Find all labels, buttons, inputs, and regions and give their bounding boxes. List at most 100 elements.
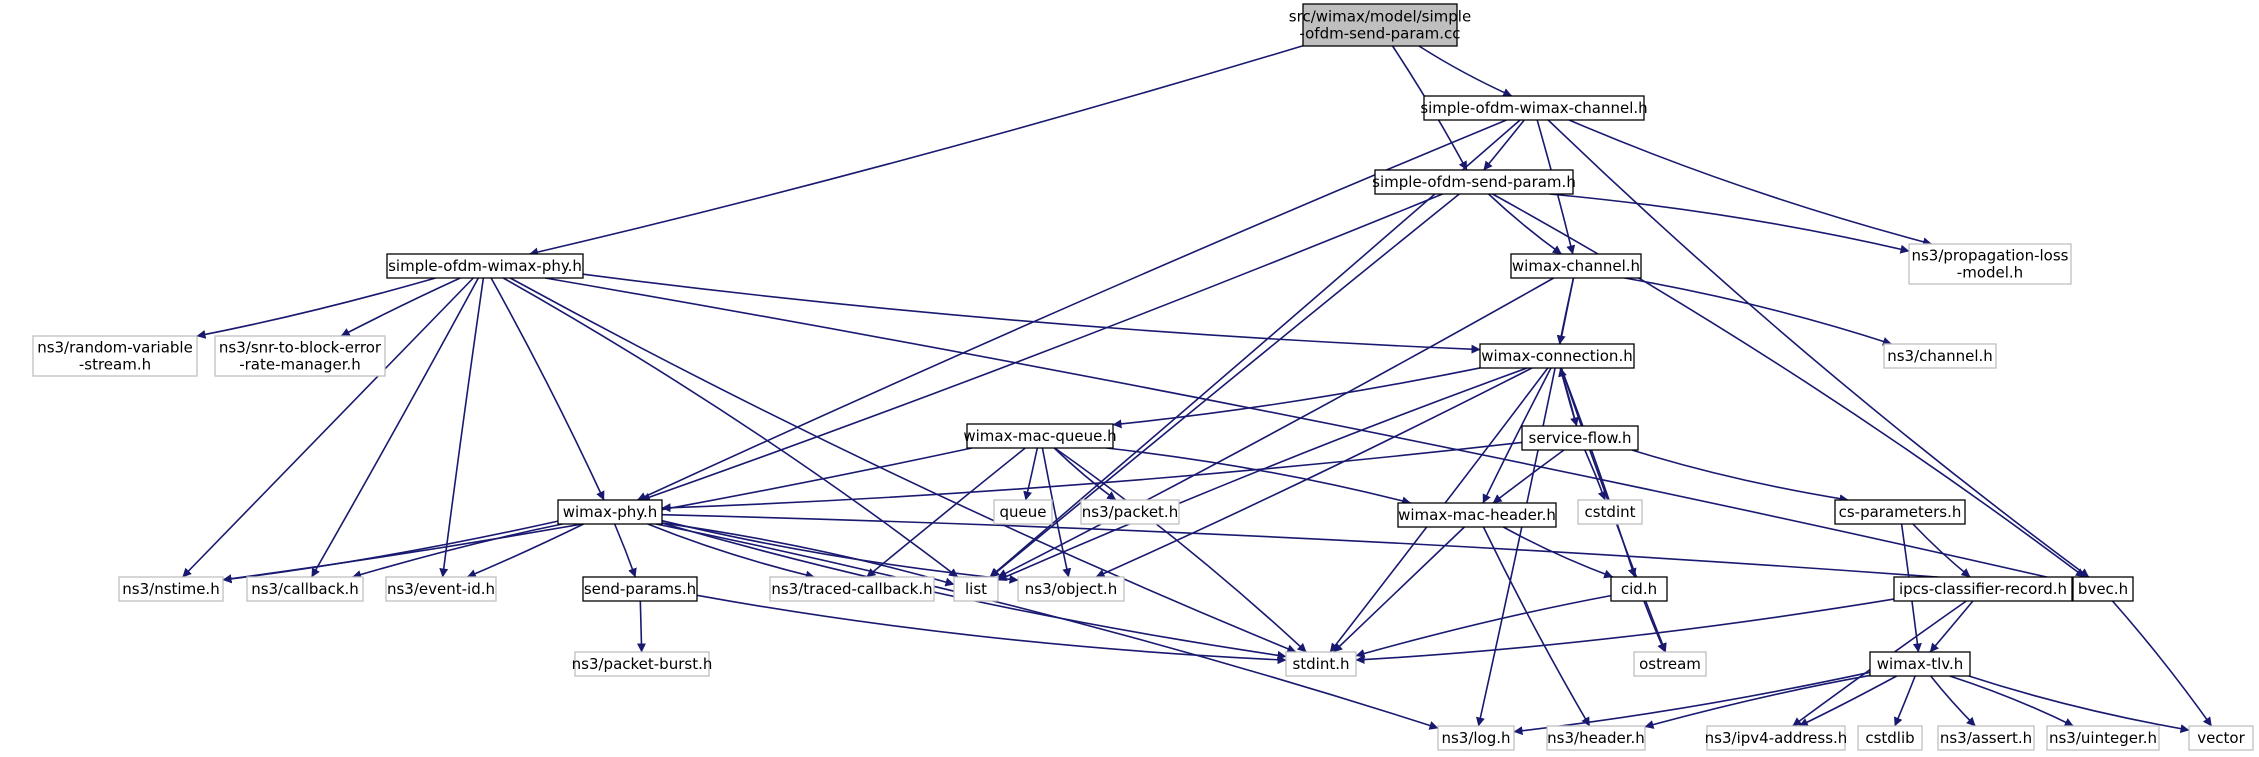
edge-macqueue-to-queue bbox=[1023, 447, 1039, 501]
node-label-macheader: wimax-mac-header.h bbox=[1398, 506, 1556, 524]
node-label-cid: cid.h bbox=[1621, 580, 1657, 598]
edge-wimaxphy-to-tracedcb bbox=[647, 523, 815, 580]
node-randomvar: ns3/random-variable-stream.h bbox=[32, 335, 198, 377]
edge-sendparam_h-to-wimaxphy bbox=[640, 193, 1443, 502]
node-ipcs[interactable]: ipcs-classifier-record.h bbox=[1893, 576, 2073, 602]
node-root[interactable]: src/wimax/model/simple-ofdm-send-param.c… bbox=[1289, 3, 1471, 47]
edge-phy_h-to-nstime bbox=[182, 277, 474, 578]
node-label-randomvar: -stream.h bbox=[79, 356, 151, 374]
node-box-tracedcb bbox=[769, 576, 935, 602]
node-ostream: ostream bbox=[1633, 651, 1707, 677]
edge-sendparams-to-stdint bbox=[696, 594, 1287, 665]
edge-phy_h-to-wimaxphy bbox=[490, 277, 605, 501]
edge-phy_h-to-bvec bbox=[544, 277, 2074, 586]
node-box-packetburst bbox=[574, 651, 710, 677]
edge-tlv-to-uinteger bbox=[1949, 675, 2074, 727]
node-packetburst: ns3/packet-burst.h bbox=[572, 651, 712, 677]
edge-channel_h-to-propagation bbox=[1568, 119, 1932, 247]
node-label-cstdlib: cstdlib bbox=[1865, 729, 1914, 747]
node-label-wimaxchannel: wimax-channel.h bbox=[1512, 257, 1640, 275]
edge-phy_h-to-eventid bbox=[439, 277, 485, 578]
edge-phy_h-to-randomvar bbox=[196, 277, 436, 339]
node-sendparam_h[interactable]: simple-ofdm-send-param.h bbox=[1372, 169, 1576, 195]
node-box-stdint bbox=[1285, 651, 1357, 677]
edge-phy_h-to-snrtoblock bbox=[340, 277, 461, 337]
node-box-wimaxchannel bbox=[1510, 253, 1642, 279]
edge-wimaxchannel-to-ns3channel bbox=[1624, 277, 1892, 346]
edge-phy_h-to-callback bbox=[310, 277, 480, 578]
node-box-wimaxphy bbox=[557, 499, 663, 525]
node-ipv4: ns3/ipv4-address.h bbox=[1705, 725, 1848, 751]
edge-serviceflow-to-cstdint bbox=[1584, 449, 1607, 501]
node-serviceflow[interactable]: service-flow.h bbox=[1521, 425, 1639, 451]
node-label-sendparam_h: simple-ofdm-send-param.h bbox=[1372, 173, 1576, 191]
edge-macheader-to-cid bbox=[1502, 526, 1614, 579]
edge-serviceflow-to-macheader bbox=[1492, 449, 1565, 504]
edge-tlv-to-vector bbox=[1968, 675, 2190, 734]
edge-wimaxphy-to-object bbox=[661, 519, 1019, 584]
node-label-tracedcb: ns3/traced-callback.h bbox=[771, 580, 932, 598]
node-bvec[interactable]: bvec.h bbox=[2072, 576, 2134, 602]
node-box-bvec bbox=[2072, 576, 2134, 602]
edge-sendparam_h-to-wimaxchannel bbox=[1488, 193, 1562, 255]
edge-channel_h-to-sendparam_h bbox=[1483, 119, 1525, 171]
node-ns3channel: ns3/channel.h bbox=[1883, 343, 1997, 369]
edge-bvec-to-vector bbox=[2111, 600, 2213, 727]
node-label-wimaxphy: wimax-phy.h bbox=[563, 503, 658, 521]
node-box-callback bbox=[246, 576, 364, 602]
node-box-ipv4 bbox=[1706, 725, 1846, 751]
edge-root-to-phy_h bbox=[529, 44, 1304, 257]
edge-wimaxphy-to-bvec bbox=[661, 513, 2074, 592]
node-box-vector bbox=[2188, 725, 2254, 751]
node-eventid: ns3/event-id.h bbox=[385, 576, 497, 602]
node-box-csparams bbox=[1834, 499, 1966, 525]
node-label-phy_h: simple-ofdm-wimax-phy.h bbox=[388, 257, 582, 275]
edge-serviceflow-to-csparams bbox=[1631, 449, 1849, 504]
node-list: list bbox=[953, 576, 999, 602]
node-label-callback: ns3/callback.h bbox=[251, 580, 359, 598]
node-phy_h[interactable]: simple-ofdm-wimax-phy.h bbox=[386, 253, 584, 279]
node-label-queue: queue bbox=[1000, 503, 1047, 521]
node-label-nstime: ns3/nstime.h bbox=[122, 580, 219, 598]
node-cstdlib: cstdlib bbox=[1857, 725, 1923, 751]
node-channel_h[interactable]: simple-ofdm-wimax-channel.h bbox=[1420, 95, 1648, 121]
node-label-sendparams: send-params.h bbox=[584, 580, 696, 598]
edge-tlv-to-header bbox=[1644, 674, 1871, 729]
node-sendparams[interactable]: send-params.h bbox=[582, 576, 698, 602]
node-label-snrtoblock: -rate-manager.h bbox=[239, 356, 361, 374]
node-label-object: ns3/object.h bbox=[1025, 580, 1117, 598]
edge-ipcs-to-tlv bbox=[1929, 600, 1974, 653]
node-label-ipv4: ns3/ipv4-address.h bbox=[1705, 729, 1848, 747]
edge-tlv-to-assert bbox=[1930, 675, 1976, 727]
edge-tlv-to-log bbox=[1513, 671, 1871, 736]
node-macheader[interactable]: wimax-mac-header.h bbox=[1397, 502, 1557, 528]
edge-wimaxchannel-to-list bbox=[997, 277, 1555, 578]
node-cid[interactable]: cid.h bbox=[1610, 576, 1668, 602]
node-box-eventid bbox=[385, 576, 497, 602]
edge-macqueue-to-macheader bbox=[1106, 447, 1412, 506]
node-box-packet bbox=[1080, 499, 1180, 525]
node-box-tlv bbox=[1869, 651, 1971, 677]
node-wimaxchannel[interactable]: wimax-channel.h bbox=[1510, 253, 1642, 279]
node-box-ipcs bbox=[1893, 576, 2073, 602]
node-tracedcb: ns3/traced-callback.h bbox=[769, 576, 935, 602]
node-vector: vector bbox=[2188, 725, 2254, 751]
node-label-ipcs: ipcs-classifier-record.h bbox=[1899, 580, 2067, 598]
edge-wimaxphy-to-log bbox=[655, 523, 1439, 730]
edge-channel_h-to-bvec bbox=[1547, 119, 2090, 578]
node-connection[interactable]: wimax-connection.h bbox=[1479, 343, 1635, 369]
node-label-bvec: bvec.h bbox=[2078, 580, 2128, 598]
node-nstime: ns3/nstime.h bbox=[118, 576, 224, 602]
node-wimaxphy[interactable]: wimax-phy.h bbox=[557, 499, 663, 525]
node-label-vector: vector bbox=[2197, 729, 2245, 747]
edge-macqueue-to-object bbox=[1041, 447, 1072, 578]
node-label-serviceflow: service-flow.h bbox=[1529, 429, 1632, 447]
node-box-cstdint bbox=[1577, 499, 1643, 525]
node-label-header: ns3/header.h bbox=[1547, 729, 1645, 747]
edge-phy_h-to-list bbox=[502, 277, 959, 578]
node-macqueue[interactable]: wimax-mac-queue.h bbox=[963, 423, 1117, 449]
edge-serviceflow-to-wimaxphy bbox=[661, 441, 1523, 513]
node-csparams[interactable]: cs-parameters.h bbox=[1834, 499, 1966, 525]
node-label-connection: wimax-connection.h bbox=[1481, 347, 1632, 365]
node-tlv[interactable]: wimax-tlv.h bbox=[1869, 651, 1971, 677]
